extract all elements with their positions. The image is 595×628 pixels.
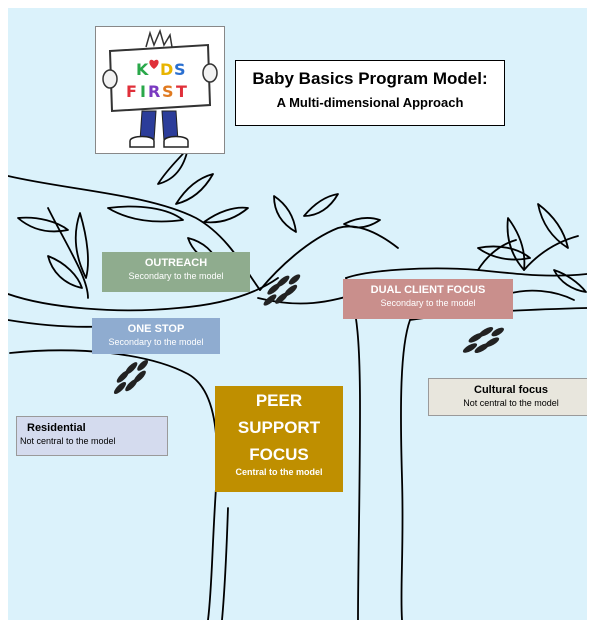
left-trunk-outline <box>9 349 218 620</box>
title-line-1: Baby Basics Program Model: <box>252 69 488 88</box>
tree-drawing <box>8 147 587 620</box>
middle-branch <box>8 277 279 312</box>
peer-support-sub: Central to the model <box>235 467 323 477</box>
svg-text:I: I <box>140 82 146 101</box>
cultural-box: Cultural focus Not central to the model <box>428 378 587 416</box>
leaf <box>74 212 89 279</box>
diagram-canvas: K D S F I R S T Baby Basics Program Mode… <box>8 8 587 620</box>
residential-box: Residential Not central to the model <box>16 416 168 456</box>
leaf-sprigs <box>113 274 504 395</box>
leaf <box>477 245 531 261</box>
kids-first-logo: K D S F I R S T <box>95 26 225 154</box>
one-stop-box: ONE STOP Secondary to the model <box>92 318 220 354</box>
one-stop-sub: Secondary to the model <box>108 337 204 347</box>
peer-support-line-3: FOCUS <box>249 445 309 464</box>
one-stop-label: ONE STOP <box>127 323 185 335</box>
sprig-right <box>462 327 504 353</box>
outreach-label: OUTREACH <box>144 257 208 269</box>
right-twig <box>477 239 517 271</box>
leaf <box>17 216 69 233</box>
leaf <box>506 217 526 271</box>
outreach-sub: Secondary to the model <box>128 271 224 281</box>
leaf <box>343 217 381 229</box>
residential-sub: Not central to the model <box>20 436 116 446</box>
kids-first-illustration: K D S F I R S T <box>102 28 218 148</box>
right-trunk-left <box>345 277 361 620</box>
title-line-2: A Multi-dimensional Approach <box>276 95 464 110</box>
left-leaf-stem <box>47 207 89 299</box>
leaf <box>273 195 297 233</box>
peer-support-box: PEER SUPPORT FOCUS Central to the model <box>215 386 343 492</box>
right-twig <box>507 289 575 301</box>
svg-text:T: T <box>176 82 187 101</box>
branch-right <box>259 225 399 291</box>
peer-support-line-1: PEER <box>255 391 303 410</box>
svg-text:S: S <box>162 82 174 101</box>
leaf <box>203 206 249 224</box>
svg-text:R: R <box>148 82 160 101</box>
peer-support-line-2: SUPPORT <box>237 418 321 437</box>
residential-label: Residential <box>27 422 86 434</box>
logo-letter: K <box>136 60 149 79</box>
svg-text:D: D <box>160 60 173 79</box>
title-box: Baby Basics Program Model: A Multi-dimen… <box>235 60 505 126</box>
leaf <box>107 205 184 223</box>
leaf <box>47 255 83 289</box>
sprig-left <box>113 359 149 395</box>
svg-text:S: S <box>174 60 186 79</box>
cultural-label: Cultural focus <box>474 384 548 396</box>
dual-client-sub: Secondary to the model <box>380 298 476 308</box>
trunk-inner <box>221 507 229 620</box>
leaf <box>553 269 587 293</box>
right-trunk-inner <box>400 319 411 620</box>
right-twig <box>523 235 579 271</box>
sprig-center <box>263 274 301 306</box>
cultural-sub: Not central to the model <box>463 398 559 408</box>
leaf <box>175 173 214 205</box>
dual-client-box: DUAL CLIENT FOCUS Secondary to the model <box>343 279 513 319</box>
right-top-branch <box>345 267 587 279</box>
leaf <box>303 193 339 217</box>
dual-client-label: DUAL CLIENT FOCUS <box>370 284 486 296</box>
leaf <box>537 203 569 249</box>
svg-text:F: F <box>126 82 137 101</box>
outreach-box: OUTREACH Secondary to the model <box>102 252 250 292</box>
